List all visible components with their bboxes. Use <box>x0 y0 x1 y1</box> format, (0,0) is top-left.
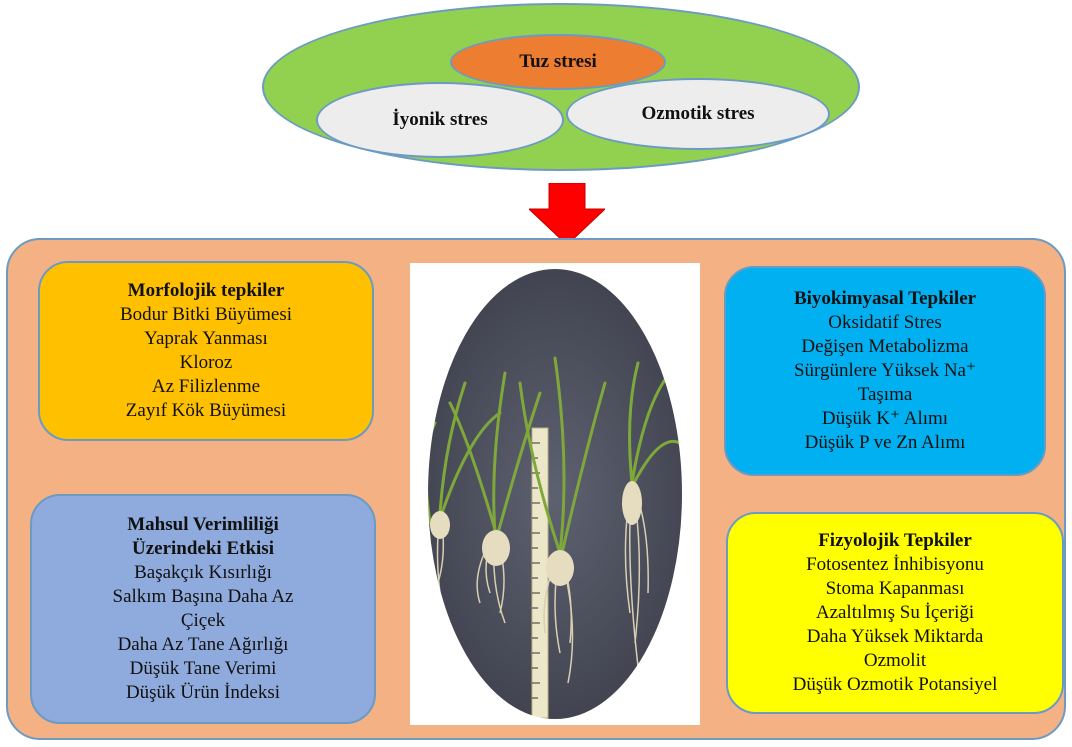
tuz-stresi-label: Tuz stresi <box>519 51 597 73</box>
biyokimyasal-item: Oksidatif Stres <box>828 311 941 335</box>
mahsul-item: Daha Az Tane Ağırlığı <box>118 633 289 657</box>
morfolojik-item: Kloroz <box>180 351 233 375</box>
biyokimyasal-title: Biyokimyasal Tepkiler <box>794 287 976 311</box>
fizyolojik-item: Stoma Kapanması <box>826 577 965 601</box>
mahsul-title-line1: Mahsul Verimliliği <box>127 513 279 537</box>
mahsul-item: Başakçık Kısırlığı <box>134 561 272 585</box>
ozmotik-stres-oval: Ozmotik stres <box>566 78 830 150</box>
morfolojik-item: Bodur Bitki Büyümesi <box>120 303 292 327</box>
biyokimyasal-item: Taşıma <box>858 383 913 407</box>
tuz-stresi-oval: Tuz stresi <box>450 34 666 90</box>
iyonik-stres-oval: İyonik stres <box>316 82 564 158</box>
biyokimyasal-item: Düşük K⁺ Alımı <box>822 407 948 431</box>
fizyolojik-tepkiler-panel: Fizyolojik Tepkiler Fotosentez İnhibisyo… <box>726 512 1064 714</box>
biyokimyasal-item: Değişen Metabolizma <box>801 335 968 359</box>
mahsul-item: Çiçek <box>181 609 225 633</box>
ozmotik-stres-label: Ozmotik stres <box>641 103 754 125</box>
biyokimyasal-item: Düşük P ve Zn Alımı <box>805 431 966 455</box>
mahsul-item: Düşük Ürün İndeksi <box>126 681 280 705</box>
down-arrow-icon <box>529 183 605 245</box>
mahsul-item: Düşük Tane Verimi <box>130 657 277 681</box>
morfolojik-item: Az Filizlenme <box>152 375 260 399</box>
fizyolojik-item: Fotosentez İnhibisyonu <box>806 553 984 577</box>
mahsul-verimliligi-panel: Mahsul Verimliliği Üzerindeki Etkisi Baş… <box>30 494 376 724</box>
morfolojik-title: Morfolojik tepkiler <box>128 279 285 303</box>
morfolojik-tepkiler-panel: Morfolojik tepkiler Bodur Bitki Büyümesi… <box>38 261 374 441</box>
fizyolojik-item: Azaltılmış Su İçeriği <box>816 601 974 625</box>
fizyolojik-item: Daha Yüksek Miktarda <box>807 625 984 649</box>
morfolojik-item: Zayıf Kök Büyümesi <box>126 399 286 423</box>
morfolojik-item: Yaprak Yanması <box>144 327 268 351</box>
biyokimyasal-tepkiler-panel: Biyokimyasal Tepkiler Oksidatif Stres De… <box>724 266 1046 476</box>
fizyolojik-item: Düşük Ozmotik Potansiyel <box>793 673 998 697</box>
biyokimyasal-item: Sürgünlere Yüksek Na⁺ <box>794 359 976 383</box>
mahsul-title-line2: Üzerindeki Etkisi <box>132 537 274 561</box>
mahsul-item: Salkım Başına Daha Az <box>113 585 294 609</box>
fizyolojik-item: Ozmolit <box>864 649 926 673</box>
fizyolojik-title: Fizyolojik Tepkiler <box>818 529 972 553</box>
seedlings-image <box>410 263 700 725</box>
iyonik-stres-label: İyonik stres <box>392 109 487 131</box>
wheat-seedlings-photo <box>410 263 700 725</box>
